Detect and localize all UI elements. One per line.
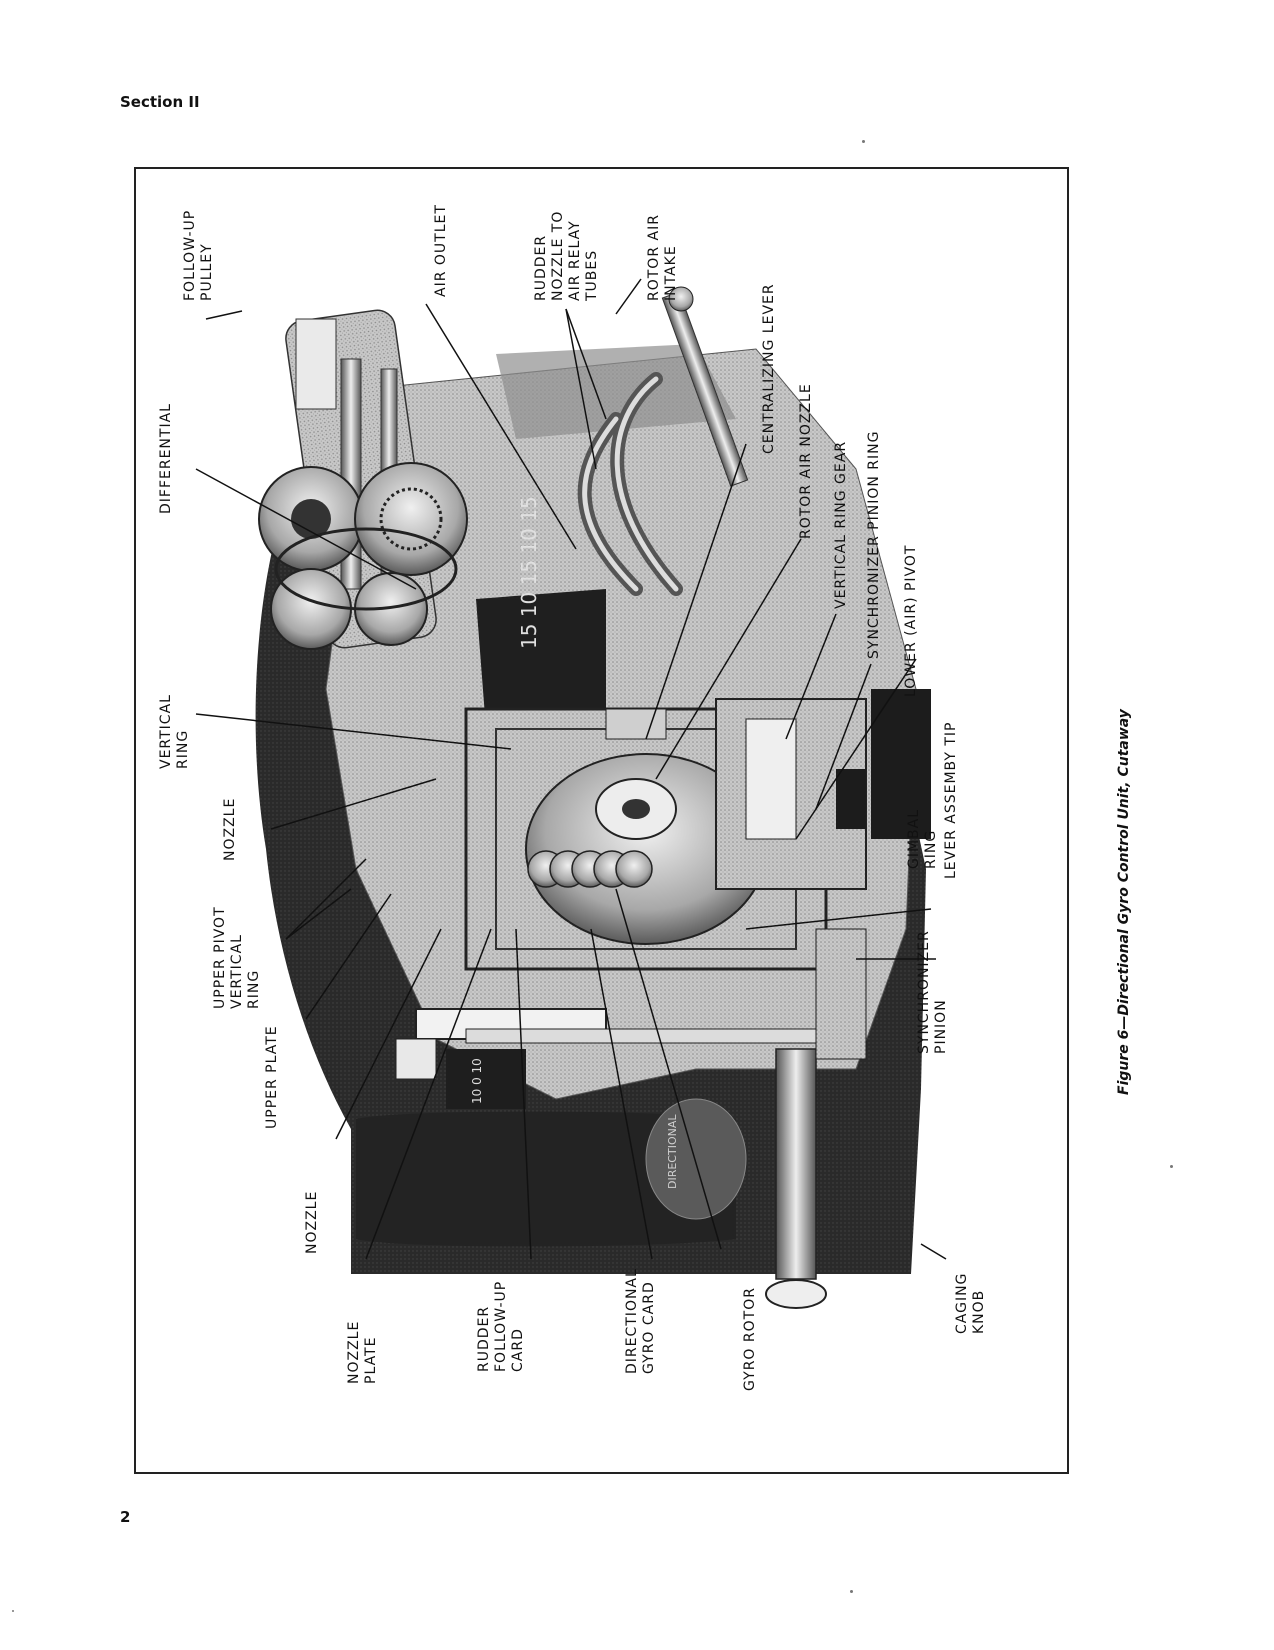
follow-up-card-markings: 10 0 10 — [470, 1058, 484, 1104]
page-number: 2 — [120, 1508, 131, 1526]
scan-speck — [862, 140, 865, 143]
label-differential: DIFFERENTIAL — [158, 403, 174, 514]
scan-speck — [12, 1610, 14, 1612]
figure-caption: Figure 6—Directional Gyro Control Unit, … — [1116, 709, 1132, 1095]
nameplate-text: DIRECTIONAL — [666, 1114, 679, 1189]
directional-gyro-card-graphic: 15 10 15 10 15 — [476, 496, 606, 729]
label-air-outlet: AIR OUTLET — [433, 204, 449, 297]
label-caging-knob: CAGING KNOB — [954, 1272, 987, 1334]
callout-leader-lines — [195, 278, 947, 1260]
label-vertical-ring: VERTICAL RING — [158, 694, 191, 769]
label-gimbal-ring: GIMBAL RING — [906, 808, 939, 869]
nozzle-plate-graphic — [395, 1008, 817, 1080]
label-upper-plate: UPPER PLATE — [264, 1025, 280, 1129]
label-synchronizer-pinion: SYNCHRONIZER PINION — [916, 930, 949, 1054]
label-synchronizer-pinion-ring: SYNCHRONIZER PINION RING — [866, 430, 882, 659]
label-lower-air-pivot: LOWER (AIR) PIVOT — [903, 544, 919, 697]
label-directional-gyro-card: DIRECTIONAL GYRO CARD — [624, 1268, 657, 1374]
gyro-card-markings: 15 10 15 10 15 — [517, 496, 541, 649]
section-header: Section II — [120, 93, 200, 111]
label-nozzle-plate: NOZZLE PLATE — [346, 1320, 379, 1384]
label-gyro-rotor: GYRO ROTOR — [742, 1287, 758, 1391]
differential-gears — [258, 462, 468, 650]
rotor-air-intake-tube — [661, 286, 749, 487]
label-nozzle-lower: NOZZLE — [304, 1190, 320, 1254]
figure-frame: 15 10 15 10 15 — [134, 167, 1069, 1474]
rudder-follow-up-card-graphic: 10 0 10 — [446, 1049, 526, 1109]
label-follow-up-pulley: FOLLOW-UP PULLEY — [182, 209, 215, 301]
cutaway-illustration: 15 10 15 10 15 — [195, 278, 947, 1309]
label-rotor-air-nozzle: ROTOR AIR NOZZLE — [798, 383, 814, 539]
scan-speck — [850, 1590, 853, 1593]
label-nozzle-upper: NOZZLE — [222, 797, 238, 861]
caging-knob-shaft — [765, 928, 867, 1309]
label-vertical-ring-gear: VERTICAL RING GEAR — [833, 440, 849, 609]
label-lever-assembly-tip: LEVER ASSEMBY TIP — [943, 721, 959, 880]
label-rudder-follow-up-card: RUDDER FOLLOW-UP CARD — [476, 1280, 526, 1372]
label-rotor-air-intake: ROTOR AIR INTAKE — [646, 214, 679, 301]
scan-speck — [1170, 1165, 1173, 1168]
gyro-rotor-graphic — [527, 850, 653, 888]
nameplate-graphic: DIRECTIONAL — [356, 1098, 747, 1247]
label-upper-pivot-vertical-ring: UPPER PIVOT VERTICAL RING — [212, 906, 262, 1009]
label-rudder-nozzle-tubes: RUDDER NOZZLE TO AIR RELAY TUBES — [533, 210, 600, 301]
lower-pivot-assembly — [715, 689, 931, 890]
label-centralizing-lever: CENTRALIZING LEVER — [761, 283, 777, 454]
